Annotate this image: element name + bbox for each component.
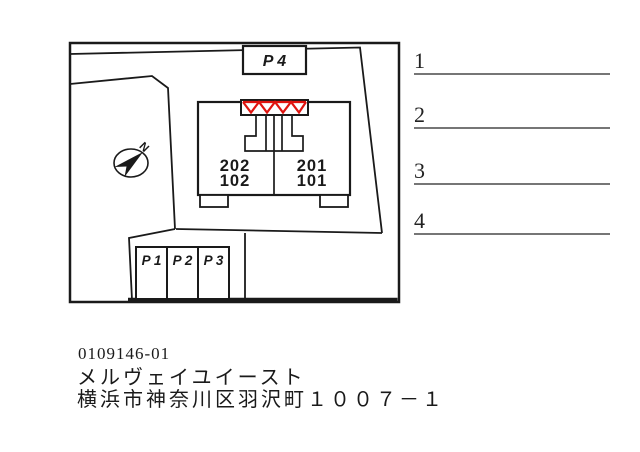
stair-right-outline (274, 115, 304, 152)
legend-row-1: 1 (414, 50, 610, 76)
room-101-label: 101 (297, 172, 328, 190)
legend-number-4: 4 (414, 208, 425, 233)
legend-blank-line-3 (414, 183, 610, 185)
legend-blank-line-2 (414, 127, 610, 129)
parking-stall-p4-label: P 4 (263, 53, 287, 70)
entrance-zigzag (242, 100, 307, 115)
left-lot-edge (69, 75, 176, 230)
left-lot-bottom-edge (128, 228, 176, 301)
parking-stall-p4 (241, 44, 308, 76)
parking-stall-p1-label: P 1 (142, 253, 162, 268)
legend-number-2: 2 (414, 102, 425, 127)
stairwell-footprint (244, 115, 304, 152)
legend-blank-line-4 (414, 233, 610, 235)
north-arrow-icon: N (113, 140, 151, 178)
property-code: 0109146-01 (78, 344, 171, 363)
building-foot-left (199, 194, 229, 208)
legend-number-1: 1 (414, 48, 425, 73)
site-boundary-lines (69, 46, 383, 301)
parking-row: P 1 P 2 P 3 (135, 246, 230, 300)
parking-stall-p2-label: P 2 (173, 253, 193, 268)
room-202-label: 202 (220, 157, 251, 175)
parking-stall-p2 (166, 246, 199, 300)
parking-stall-p3 (197, 246, 230, 300)
property-name: メルヴェイユイースト (77, 367, 306, 389)
property-address: 横浜市神奈川区羽沢町１００７－１ (77, 389, 445, 411)
entrance-hatch-icon (240, 99, 309, 116)
parking-stall-p3-label: P 3 (204, 253, 224, 268)
stair-left-outline (244, 115, 274, 152)
legend-number-3: 3 (414, 158, 425, 183)
legend-blank-line-1 (414, 73, 610, 75)
legend-row-2: 2 (414, 104, 610, 130)
room-102-label: 102 (220, 172, 251, 190)
boundary-top-right (69, 46, 383, 234)
room-201-label: 201 (297, 157, 328, 175)
building-foot-right (319, 194, 349, 208)
room-number-labels: 202 102 201 101 (220, 157, 328, 190)
compass-arrow (114, 152, 143, 177)
legend-row-3: 3 (414, 160, 610, 186)
boundary-lower-horizontal (175, 228, 383, 234)
legend-row-4: 4 (414, 210, 610, 236)
